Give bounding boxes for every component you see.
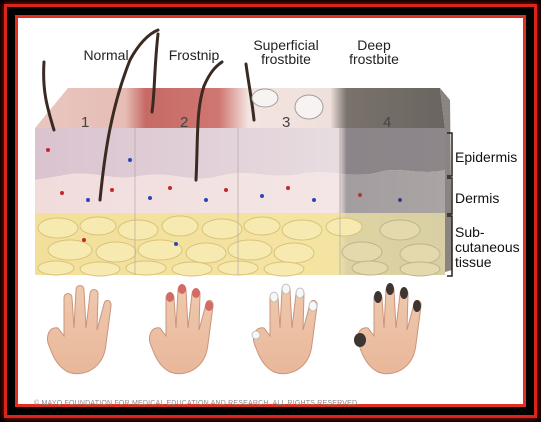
label-dermis: Dermis bbox=[455, 191, 499, 206]
stage-title-normal: Normal bbox=[66, 48, 146, 62]
stage-number-2: 2 bbox=[180, 114, 188, 131]
hand-superficial bbox=[254, 286, 318, 374]
copyright-credit: © MAYO FOUNDATION FOR MEDICAL EDUCATION … bbox=[34, 400, 359, 407]
hand-frostnip bbox=[150, 286, 214, 374]
label-epidermis: Epidermis bbox=[455, 150, 517, 165]
label-subcutaneous: Sub- cutaneous tissue bbox=[455, 225, 520, 270]
stage-number-1: 1 bbox=[81, 114, 89, 131]
hands bbox=[48, 286, 422, 374]
stage-number-3: 3 bbox=[282, 114, 290, 131]
hand-normal bbox=[48, 286, 112, 374]
stage-title-superficial: Superficial frostbite bbox=[236, 38, 336, 66]
stage-title-deep: Deep frostbite bbox=[334, 38, 414, 66]
hand-deep bbox=[358, 286, 422, 374]
stage-title-frostnip: Frostnip bbox=[154, 48, 234, 62]
stage-number-4: 4 bbox=[383, 114, 391, 131]
dermis-layer bbox=[35, 170, 445, 215]
